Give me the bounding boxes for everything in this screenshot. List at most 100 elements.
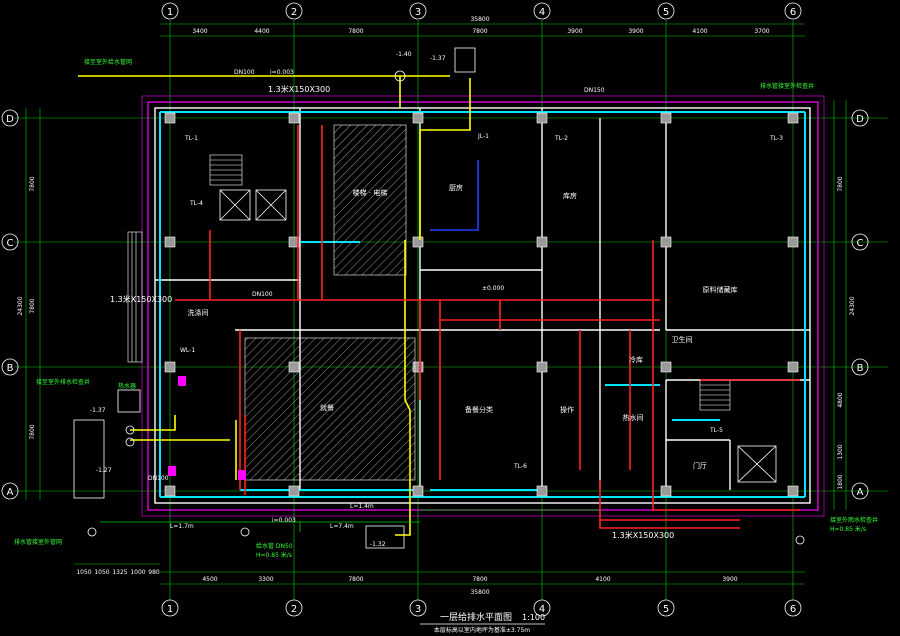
riser-label: TL-2 [554, 135, 568, 142]
valve-circles [87, 70, 805, 545]
grid-col-label: 2 [291, 7, 297, 18]
walls-cyan [159, 111, 806, 498]
grid-col-label: 1 [167, 604, 173, 615]
dim-span: 3900 [628, 28, 643, 35]
annotation-note: H=0.85 米/s [256, 551, 292, 559]
dim-span-left: 7800 [29, 298, 36, 313]
grid-col-label: 6 [790, 604, 796, 615]
elevation-label: -1.37 [90, 407, 106, 414]
level-label: ±0.000 [482, 285, 504, 292]
annotation-note: 排水管接室外检查井 [760, 82, 814, 90]
grid-col-label: 4 [539, 7, 545, 18]
grid-col-label: 5 [663, 7, 669, 18]
room-label: 楼梯 · 电梯 [353, 188, 388, 197]
annotation-note: 接至室外给水管网 [84, 58, 132, 66]
room-label: 操作 [560, 405, 574, 414]
grid-row-label: A [7, 487, 14, 498]
annotation-note: 接室外雨水检查井 [830, 516, 878, 524]
elevator-shafts [219, 189, 777, 483]
grid-col-label: 2 [291, 604, 297, 615]
room-label: 就餐 [320, 403, 334, 412]
dim-span-right: 1800 [837, 474, 844, 489]
riser-label: TL-5 [709, 427, 723, 434]
drawing-title: 一层给排水平面图 1:100 本层标高以室内地坪为基准±3.75m [420, 611, 545, 634]
slope-label: i=0.003 [272, 517, 296, 524]
title-main: 一层给排水平面图 [440, 611, 512, 623]
riser-label: TL-3 [769, 135, 783, 142]
dim-span-right: 1300 [837, 444, 844, 459]
grid-col-label: 3 [415, 7, 421, 18]
dim-span: 7800 [348, 576, 363, 583]
riser-label: JL-1 [477, 133, 489, 140]
dim-small: 980 [148, 569, 160, 576]
grid-row-label: B [7, 363, 14, 374]
dim-span-left: 7800 [29, 424, 36, 439]
grid-bubbles-top [161, 2, 802, 20]
dim-span: 4400 [254, 28, 269, 35]
pipe-size-label: 1.3米X150X300 [110, 294, 172, 304]
annotation-note: 热水器 [118, 382, 136, 390]
riser-label: WL-1 [180, 347, 195, 354]
elevation-label: -1.37 [430, 55, 446, 62]
room-label: 门厅 [693, 461, 707, 470]
pipes-blue [430, 160, 479, 231]
grid-row-label: C [7, 238, 14, 249]
annotation-note: 接至室外排水检查井 [36, 378, 90, 386]
dim-span: 3300 [258, 576, 273, 583]
meter-boxes [73, 47, 476, 549]
room-label: 厨房 [449, 183, 463, 192]
grid-col-label: 1 [167, 7, 173, 18]
dim-span: 3900 [567, 28, 582, 35]
riser-label: TL-6 [513, 463, 527, 470]
dn-label: DN100 [234, 69, 255, 76]
dim-small: 1050 [76, 569, 91, 576]
dim-span: 7800 [472, 28, 487, 35]
dim-span-right: 7800 [837, 176, 844, 191]
dim-total-right: 24300 [849, 296, 856, 315]
slope-label: i=0.003 [270, 69, 294, 76]
pipes-yellow [78, 75, 471, 536]
dn-label: DN100 [252, 291, 273, 298]
dim-span: 3900 [722, 576, 737, 583]
fixtures [168, 376, 246, 480]
pipe-size-label: 1.3米X150X300 [612, 530, 674, 540]
riser-label: TL-4 [189, 200, 203, 207]
annotation-note: 给水管 DN50 [256, 542, 293, 550]
dim-total-bottom: 35800 [470, 589, 489, 596]
grid-col-label: 3 [415, 604, 421, 615]
grid-row-label: D [856, 114, 864, 125]
dim-small: 1000 [130, 569, 145, 576]
room-label: 原料储藏库 [703, 285, 738, 294]
grid-row-label: A [857, 487, 864, 498]
dim-span: 4100 [595, 576, 610, 583]
length-label: L=1.7m [170, 523, 194, 530]
hatched-area-stair [333, 124, 407, 276]
dim-total-left: 24300 [17, 296, 24, 315]
elevation-label: -1.40 [396, 51, 412, 58]
dim-small: 1325 [112, 569, 127, 576]
dim-span: 7800 [348, 28, 363, 35]
elevation-label: -1.32 [370, 541, 386, 548]
dim-span: 7800 [472, 576, 487, 583]
dim-total-top: 35800 [470, 16, 489, 23]
grid-bubbles-right [851, 109, 869, 500]
pipes-red [175, 125, 800, 529]
room-label: 卫生间 [672, 335, 693, 344]
room-label: 洗涤间 [188, 308, 209, 317]
dn-label: DN100 [148, 475, 169, 482]
title-subtitle: 本层标高以室内地坪为基准±3.75m [434, 626, 530, 634]
dim-span-right: 4800 [837, 392, 844, 407]
grid-bubbles-left [1, 109, 19, 500]
room-label: 热水间 [623, 413, 644, 422]
elevation-label: -1.27 [96, 467, 112, 474]
dim-span: 3400 [192, 28, 207, 35]
grid-row-label: D [6, 114, 14, 125]
dim-span: 3700 [754, 28, 769, 35]
grid-col-label: 5 [663, 604, 669, 615]
title-scale: 1:100 [522, 613, 545, 622]
dn-label: DN150 [584, 87, 605, 94]
pipe-size-label: 1.3米X150X300 [268, 84, 330, 94]
grid-row-label: B [857, 363, 864, 374]
